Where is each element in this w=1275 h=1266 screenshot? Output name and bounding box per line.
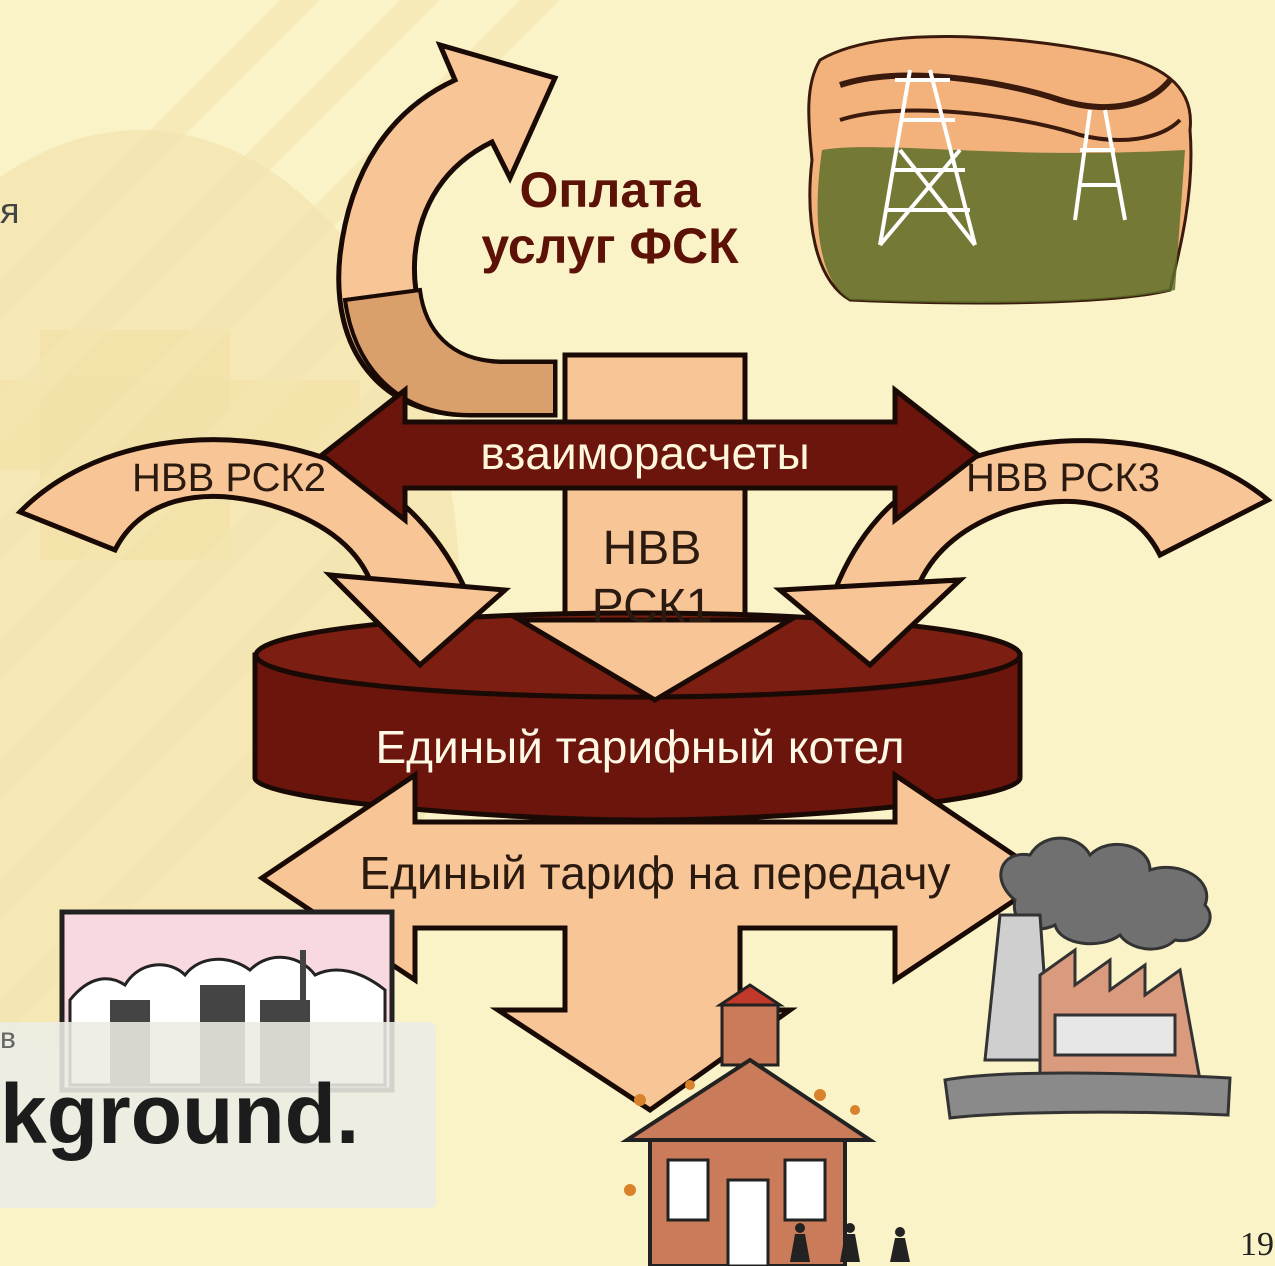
factory-picture	[943, 836, 1232, 1120]
nvv-rsk3-label: НВВ РСК3	[966, 456, 1161, 500]
caption-overlay-text: kground.	[0, 1067, 360, 1161]
school-house-picture	[620, 983, 910, 1266]
nvv-rsk2-label: НВВ РСК2	[132, 456, 327, 500]
boiler-label: Единый тарифный котел	[375, 721, 905, 773]
arrow-mutual-settlements	[317, 384, 983, 526]
left-text-fragment-top: я	[0, 190, 20, 231]
power-lines-picture	[807, 35, 1193, 305]
left-text-fragment-bottom: в	[0, 1022, 16, 1055]
mutual-settlements-label: взаиморасчеты	[480, 427, 810, 479]
arrow-single-tariff	[257, 770, 1053, 1114]
caption-overlay-box	[0, 1022, 436, 1208]
tariff-label: Единый тариф на передачу	[359, 847, 951, 899]
page-number: 19	[1240, 1226, 1274, 1263]
